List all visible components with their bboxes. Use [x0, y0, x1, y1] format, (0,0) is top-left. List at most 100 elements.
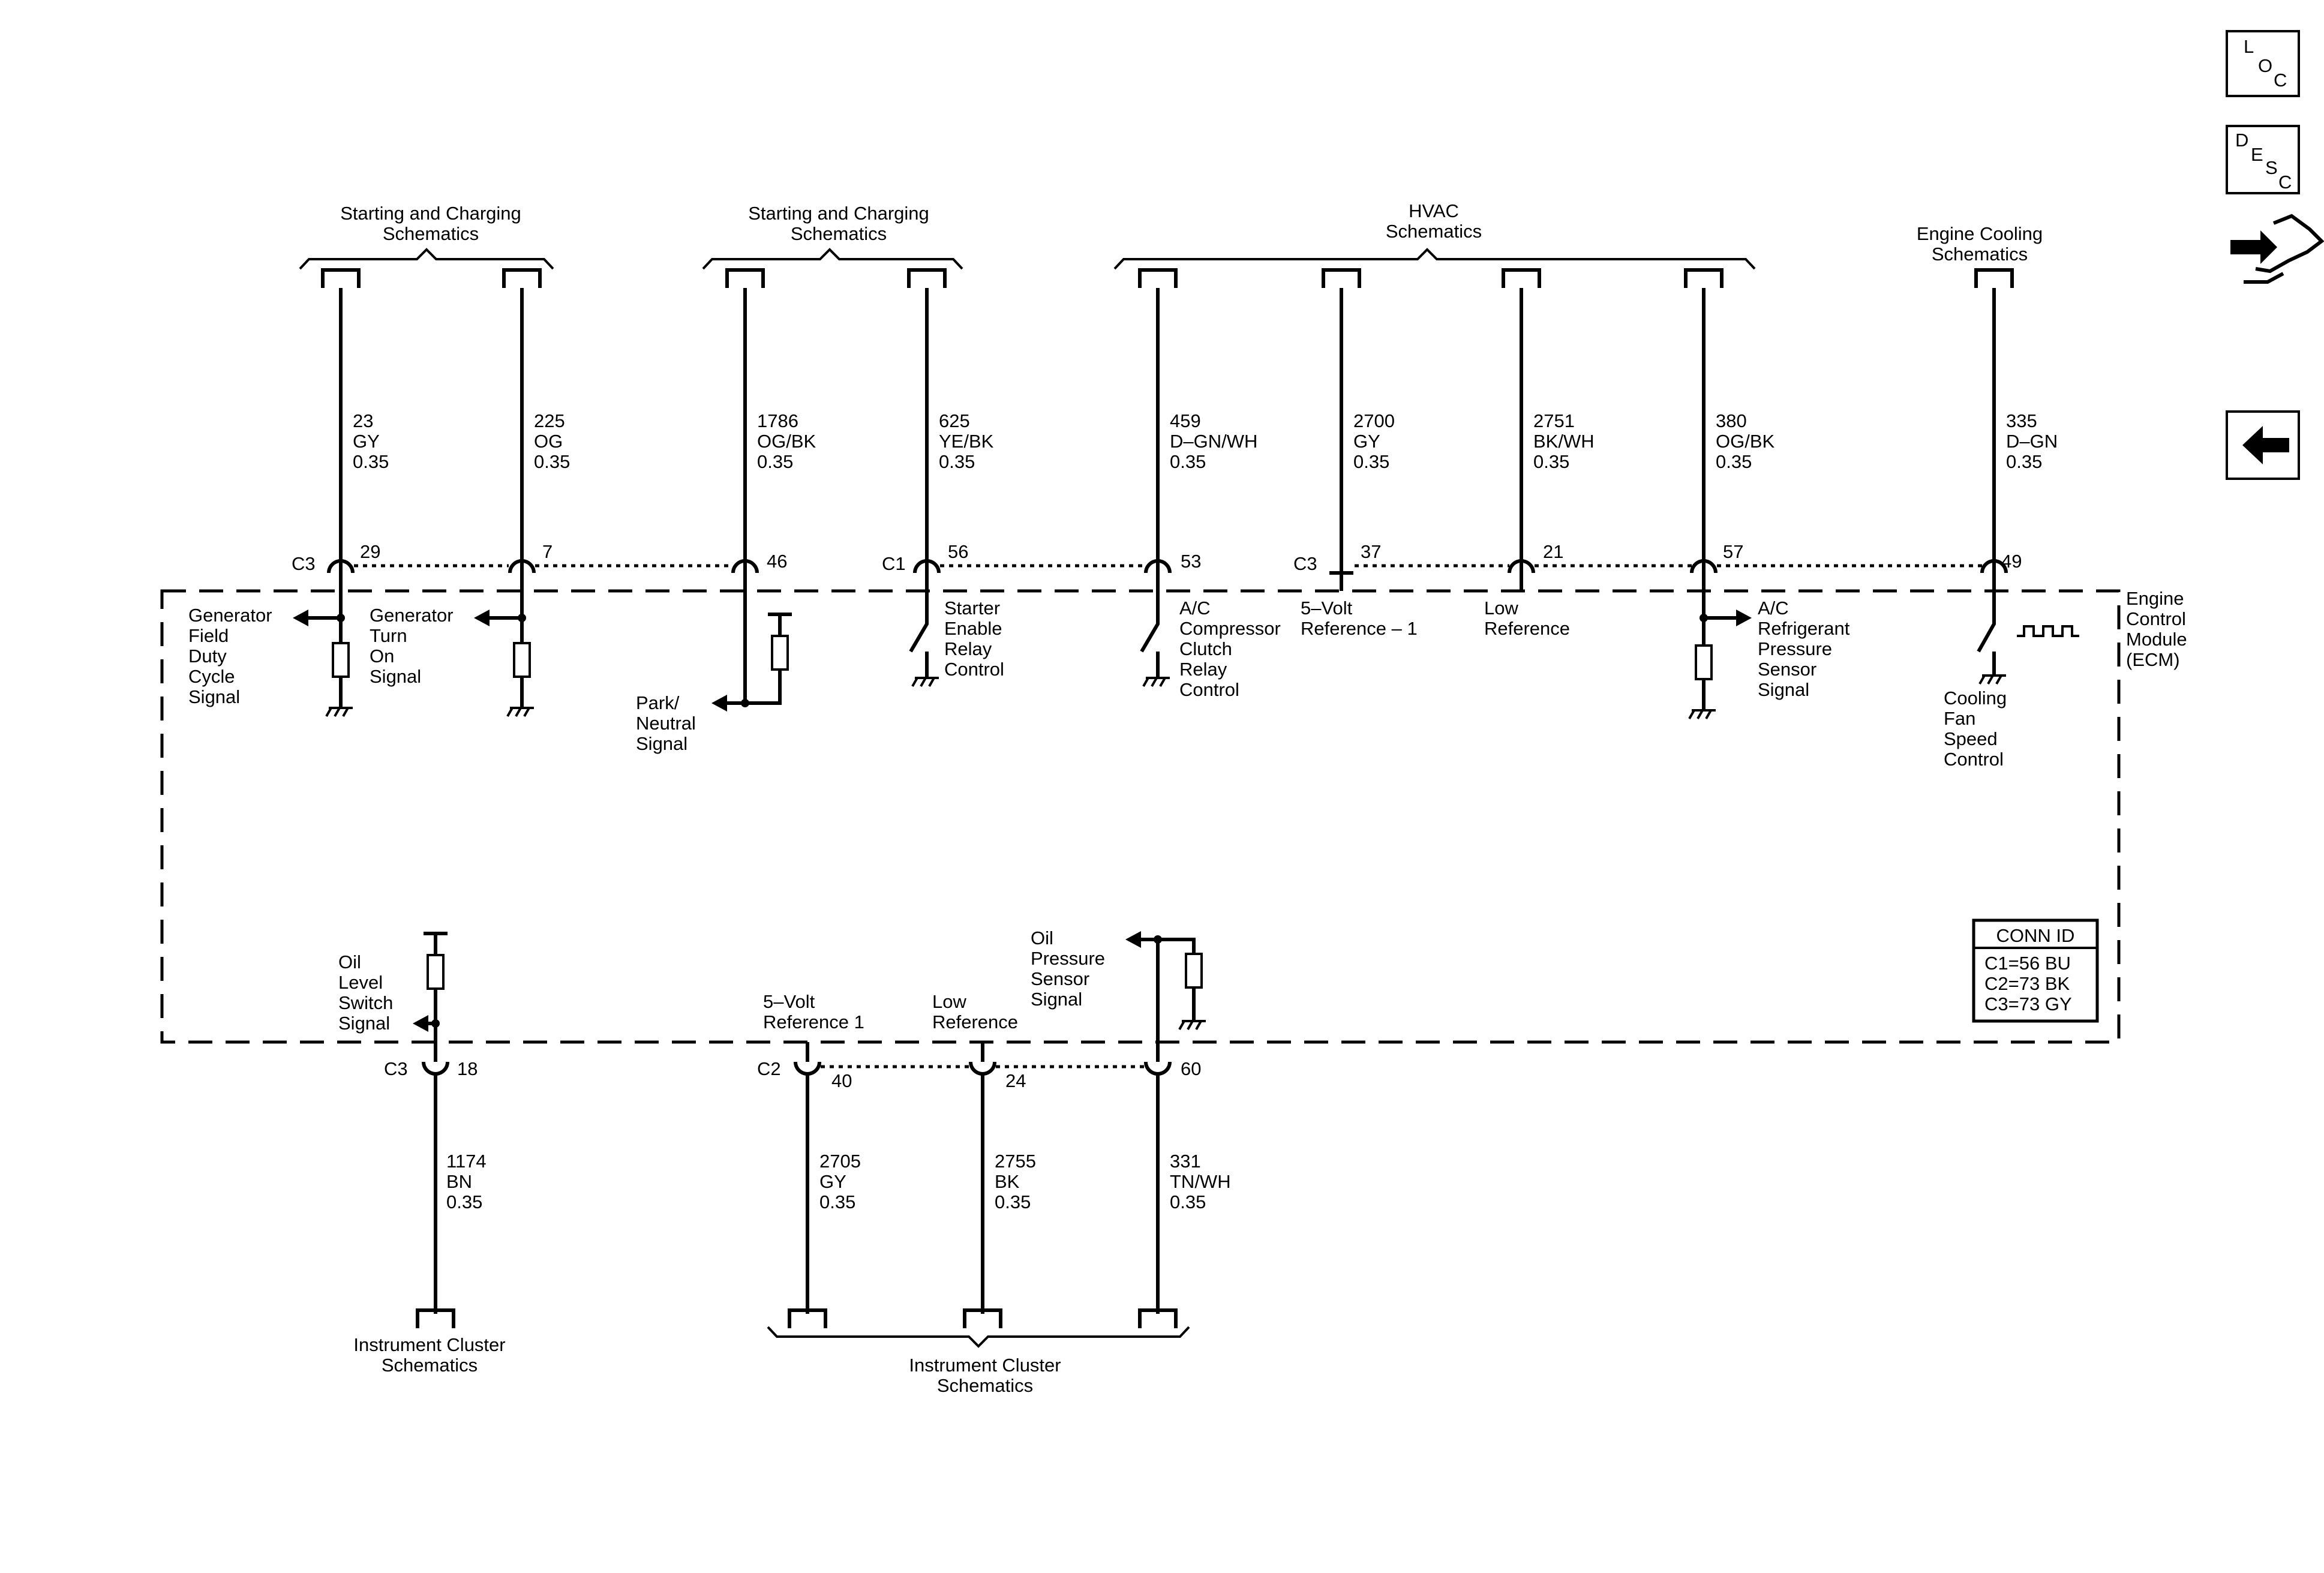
- svg-text:Signal: Signal: [370, 666, 421, 687]
- svg-text:5–Volt: 5–Volt: [1301, 598, 1353, 619]
- svg-text:2705: 2705: [819, 1151, 861, 1172]
- label-low-ref-top: Low Reference: [1484, 598, 1570, 639]
- loc-letter-l: L: [2244, 36, 2254, 57]
- svg-text:Relay: Relay: [944, 638, 992, 659]
- svg-text:0.35: 0.35: [939, 451, 975, 472]
- desc-letter-e: E: [2251, 144, 2263, 165]
- svg-text:Generator: Generator: [370, 605, 454, 626]
- conn-c3-c: C3: [384, 1058, 408, 1079]
- svg-text:1786: 1786: [757, 410, 798, 431]
- svg-text:Neutral: Neutral: [636, 713, 696, 734]
- svg-text:Generator: Generator: [188, 605, 272, 626]
- svg-text:GY: GY: [1353, 431, 1380, 452]
- svg-text:0.35: 0.35: [1170, 451, 1206, 472]
- svg-text:GY: GY: [353, 431, 380, 452]
- circuit-oil-pressure: [1125, 931, 1206, 1057]
- pin-37: 37: [1361, 541, 1381, 562]
- loc-button[interactable]: L O C: [2226, 30, 2300, 97]
- conn-id-table: CONN ID C1=56 BU C2=73 BK C3=73 GY: [1972, 918, 2099, 1023]
- desc-letter-d: D: [2235, 130, 2248, 151]
- conn-id-title: CONN ID: [1996, 925, 2075, 946]
- ref-instrument-1-l1: Instrument Cluster: [353, 1334, 505, 1355]
- desc-button[interactable]: D E S C: [2226, 125, 2300, 194]
- svg-text:Field: Field: [188, 625, 229, 646]
- label-oil-pressure: Oil Pressure Sensor Signal: [1031, 927, 1105, 1010]
- svg-text:Sensor: Sensor: [1031, 968, 1089, 989]
- label-ac-clutch: A/C Compressor Clutch Relay Control: [1179, 598, 1281, 700]
- ref-start-charge-1-l2: Schematics: [383, 223, 479, 244]
- svg-text:625: 625: [939, 410, 970, 431]
- svg-text:Module: Module: [2126, 629, 2187, 650]
- conn-id-c2: C2=73 BK: [1984, 973, 2070, 994]
- circuit-park-neutral: [711, 613, 792, 712]
- svg-text:459: 459: [1170, 410, 1201, 431]
- conn-c1: C1: [882, 553, 906, 574]
- svg-text:(ECM): (ECM): [2126, 649, 2180, 670]
- svg-text:Fan: Fan: [1944, 708, 1975, 729]
- pwm-waveform-icon: [2017, 625, 2079, 637]
- label-ac-pressure: A/C Refrigerant Pressure Sensor Signal: [1758, 598, 1850, 700]
- svg-text:Oil: Oil: [338, 951, 361, 972]
- ref-hvac-l2: Schematics: [1386, 221, 1482, 242]
- svg-text:BK/WH: BK/WH: [1533, 431, 1595, 452]
- wire-label-1174: 1174 BN 0.35: [446, 1151, 487, 1212]
- ref-start-charge-1-l1: Starting and Charging: [340, 203, 521, 224]
- svg-text:Low: Low: [932, 991, 966, 1012]
- pin-57: 57: [1723, 541, 1743, 562]
- svg-text:331: 331: [1170, 1151, 1201, 1172]
- pin-40: 40: [831, 1070, 852, 1091]
- circuit-ac-pressure: [1688, 610, 1752, 719]
- svg-text:GY: GY: [819, 1171, 846, 1192]
- wire-label-2755: 2755 BK 0.35: [995, 1151, 1036, 1212]
- pin-7: 7: [542, 541, 553, 562]
- back-arrow-button[interactable]: [2226, 410, 2300, 480]
- svg-text:335: 335: [2006, 410, 2037, 431]
- svg-text:23: 23: [353, 410, 373, 431]
- svg-text:Pressure: Pressure: [1758, 638, 1832, 659]
- circuit-starter-relay: [909, 606, 939, 687]
- svg-text:OG/BK: OG/BK: [757, 431, 816, 452]
- wire-label-2705: 2705 GY 0.35: [819, 1151, 861, 1212]
- ref-instrument-2-l1: Instrument Cluster: [909, 1355, 1061, 1376]
- svg-text:Engine: Engine: [2126, 588, 2184, 609]
- conn-c2: C2: [757, 1058, 781, 1079]
- svg-text:Enable: Enable: [944, 618, 1002, 639]
- svg-text:Signal: Signal: [338, 1013, 390, 1034]
- svg-text:0.35: 0.35: [534, 451, 570, 472]
- svg-text:1174: 1174: [446, 1151, 487, 1172]
- wire-label-2751: 2751 BK/WH 0.35: [1533, 410, 1595, 472]
- bottom-pins: [422, 1061, 1172, 1076]
- label-5v-ref-bottom: 5–Volt Reference 1: [763, 991, 864, 1032]
- svg-text:Control: Control: [2126, 608, 2186, 629]
- svg-text:2751: 2751: [1533, 410, 1575, 431]
- svg-text:0.35: 0.35: [1170, 1191, 1206, 1212]
- svg-text:0.35: 0.35: [1353, 451, 1389, 472]
- conn-id-c1: C1=56 BU: [1984, 953, 2071, 974]
- svg-text:0.35: 0.35: [757, 451, 793, 472]
- svg-text:Relay: Relay: [1179, 659, 1227, 680]
- svg-text:Low: Low: [1484, 598, 1518, 619]
- svg-text:Refrigerant: Refrigerant: [1758, 618, 1850, 639]
- svg-text:Turn: Turn: [370, 625, 407, 646]
- svg-text:YE/BK: YE/BK: [939, 431, 994, 452]
- wire-label-335: 335 D–GN 0.35: [2006, 410, 2058, 472]
- pin-24: 24: [1005, 1070, 1026, 1091]
- svg-text:Compressor: Compressor: [1179, 618, 1281, 639]
- svg-text:Signal: Signal: [1031, 989, 1082, 1010]
- svg-text:On: On: [370, 646, 394, 667]
- svg-text:Cooling: Cooling: [1944, 688, 2007, 709]
- svg-text:0.35: 0.35: [446, 1191, 482, 1212]
- ref-start-charge-2-l1: Starting and Charging: [748, 203, 929, 224]
- circuit-ac-clutch: [1140, 606, 1170, 687]
- connector-hand-icon[interactable]: [2230, 214, 2324, 284]
- pin-56: 56: [948, 541, 968, 562]
- svg-text:Reference: Reference: [932, 1011, 1018, 1032]
- bottom-terminals: [416, 1308, 1178, 1328]
- ref-instrument-2-l2: Schematics: [937, 1375, 1033, 1396]
- ref-engine-cooling-l1: Engine Cooling: [1917, 223, 2043, 244]
- svg-text:0.35: 0.35: [1533, 451, 1569, 472]
- desc-letter-c: C: [2278, 172, 2292, 193]
- svg-text:Sensor: Sensor: [1758, 659, 1816, 680]
- svg-text:D–GN: D–GN: [2006, 431, 2058, 452]
